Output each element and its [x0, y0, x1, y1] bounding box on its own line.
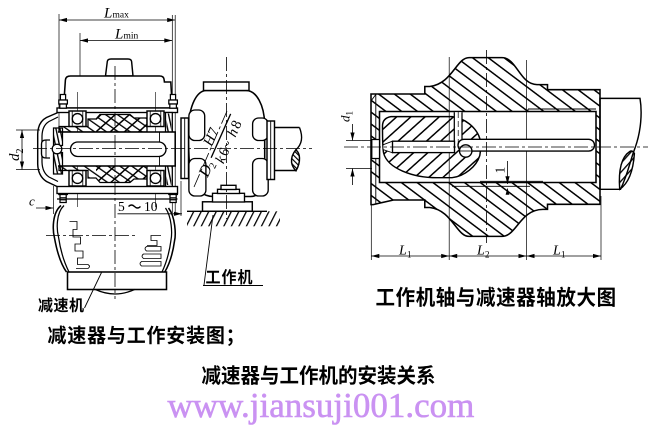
svg-text:www.jiansuji001.com: www.jiansuji001.com: [168, 386, 475, 425]
svg-text:L: L: [552, 244, 561, 259]
svg-text:L: L: [114, 27, 123, 43]
svg-text:2: 2: [207, 161, 219, 170]
svg-text:d: d: [338, 115, 353, 122]
svg-text:L: L: [103, 6, 112, 22]
svg-text:10: 10: [144, 199, 158, 214]
svg-text:L: L: [476, 244, 485, 259]
svg-text:1: 1: [345, 111, 355, 116]
svg-text:max: max: [113, 11, 130, 21]
svg-text:d: d: [7, 153, 23, 161]
svg-text:c: c: [29, 194, 35, 209]
svg-text:1: 1: [561, 250, 566, 260]
svg-text:5: 5: [118, 199, 125, 214]
svg-text:2: 2: [15, 149, 26, 154]
svg-text:min: min: [124, 32, 139, 42]
svg-text:2: 2: [485, 250, 490, 260]
svg-text:1: 1: [493, 167, 508, 174]
svg-text:L: L: [398, 244, 407, 259]
svg-text:1: 1: [407, 250, 412, 260]
